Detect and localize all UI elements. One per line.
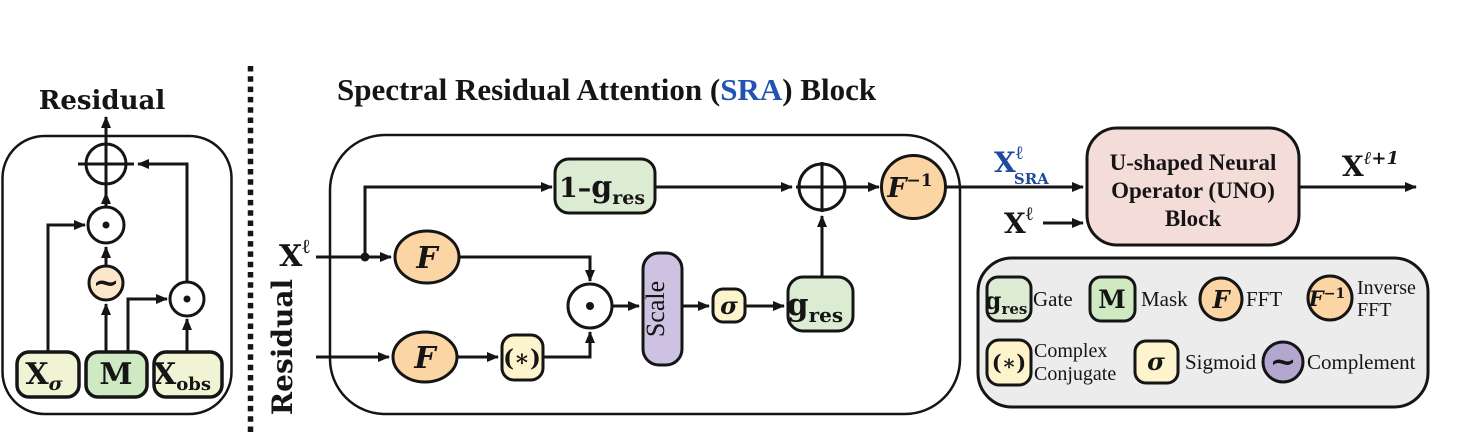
legend-ifft-label-line2: FFT [1357,299,1391,321]
sra-container [328,133,962,416]
scale-node-label: Scale [641,281,670,337]
complement-node-icon [87,264,125,302]
fft-bottom-node-label: F [413,341,438,376]
legend-conjugate-label-line1: Complex [1034,340,1107,362]
legend-fft-label: FFT [1246,287,1282,311]
conjugate-node-label: (∗) [503,345,541,372]
x-obs-node [152,350,224,399]
fft-bottom-node-icon [391,330,459,384]
legend-fft-symbol: F [1211,285,1231,314]
legend-conjugate-label-line2: Conjugate [1034,363,1116,385]
legend-mask-icon [1088,275,1137,323]
legend-complement-icon [1261,340,1305,384]
fft-top-node-icon [393,229,461,285]
x-sigma-node [15,350,81,399]
scale-node [641,251,684,367]
sigmoid-node [711,287,747,324]
one-minus-gate-node [553,157,657,215]
legend-sigmoid-icon [1133,339,1180,385]
conjugate-to-product-arrow [543,331,595,359]
legend-gate-label: Gate [1033,287,1073,311]
uno-input-x-label: Xℓ [1004,203,1033,240]
legend-sigmoid-symbol: σ [1147,347,1165,376]
legend-gate-symbol: gres [985,286,1028,318]
uno-title-line3: Block [1165,206,1221,231]
gate-node [786,275,855,333]
mask-to-right-product-arrow [126,294,168,352]
sra-input-residual-label: Residual [266,279,299,415]
fft-to-product-arrow [459,255,595,282]
legend-ifft-icon [1306,274,1354,322]
uno-output-label: Xℓ+1 [1342,148,1399,183]
legend: gres Gate M Mask F FFT F−1 Inverse FFT (… [976,256,1430,409]
ifft-node-label: F−1 [886,171,932,204]
residual-construction-panel: Residual ~ Xσ M Xobs [1,86,233,416]
residual-output-label: Residual [39,86,166,116]
mask-node-label: M [99,357,132,392]
legend-fft-icon [1198,276,1244,322]
legend-complement-label: Complement [1307,350,1416,374]
legend-sigmoid-label: Sigmoid [1185,350,1257,374]
complement-node-symbol: ~ [93,263,120,301]
legend-mask-label: Mask [1141,287,1188,311]
legend-conjugate-icon [985,338,1033,387]
product-node-dot [102,221,110,229]
x-sigma-label: Xσ [25,357,63,395]
uno-title-line1: U-shaped Neural [1110,150,1277,175]
right-product-node-dot [183,295,191,303]
sra-input-x-label: Xℓ [279,234,310,274]
legend-mask-symbol: M [1098,285,1126,314]
fft-top-node-label: F [415,241,440,276]
legend-gate-icon [985,275,1033,323]
legend-ifft-label-line1: Inverse [1357,277,1416,299]
sigmoid-node-label: σ [720,291,738,320]
uno-title-line2: Operator (UNO) [1111,178,1275,203]
legend-complement-symbol: ~ [1270,342,1297,380]
residual-panel-container [1,134,233,416]
figure-title: Spectral Residual Attention (SRA) Block [337,72,877,107]
ifft-node-icon [880,154,947,220]
sra-block: Xℓ Residual 1–gres F−1 F F (∗) [266,133,1084,416]
legend-conjugate-symbol: (∗) [992,350,1026,375]
mask-node [84,350,149,399]
x-obs-label: Xobs [153,357,211,395]
xsigma-to-product-arrow [46,220,86,352]
title-sra-highlight: SRA [720,72,783,107]
spectral-product-node-dot [586,302,594,310]
legend-ifft-symbol: F−1 [1308,286,1345,311]
right-product-to-sum-arrow [137,159,189,282]
gate-node-label: gres [787,287,843,327]
one-minus-gate-label: 1–gres [559,170,645,209]
x-to-one-minus-gate-arrow [363,182,553,257]
conjugate-node [500,333,545,382]
